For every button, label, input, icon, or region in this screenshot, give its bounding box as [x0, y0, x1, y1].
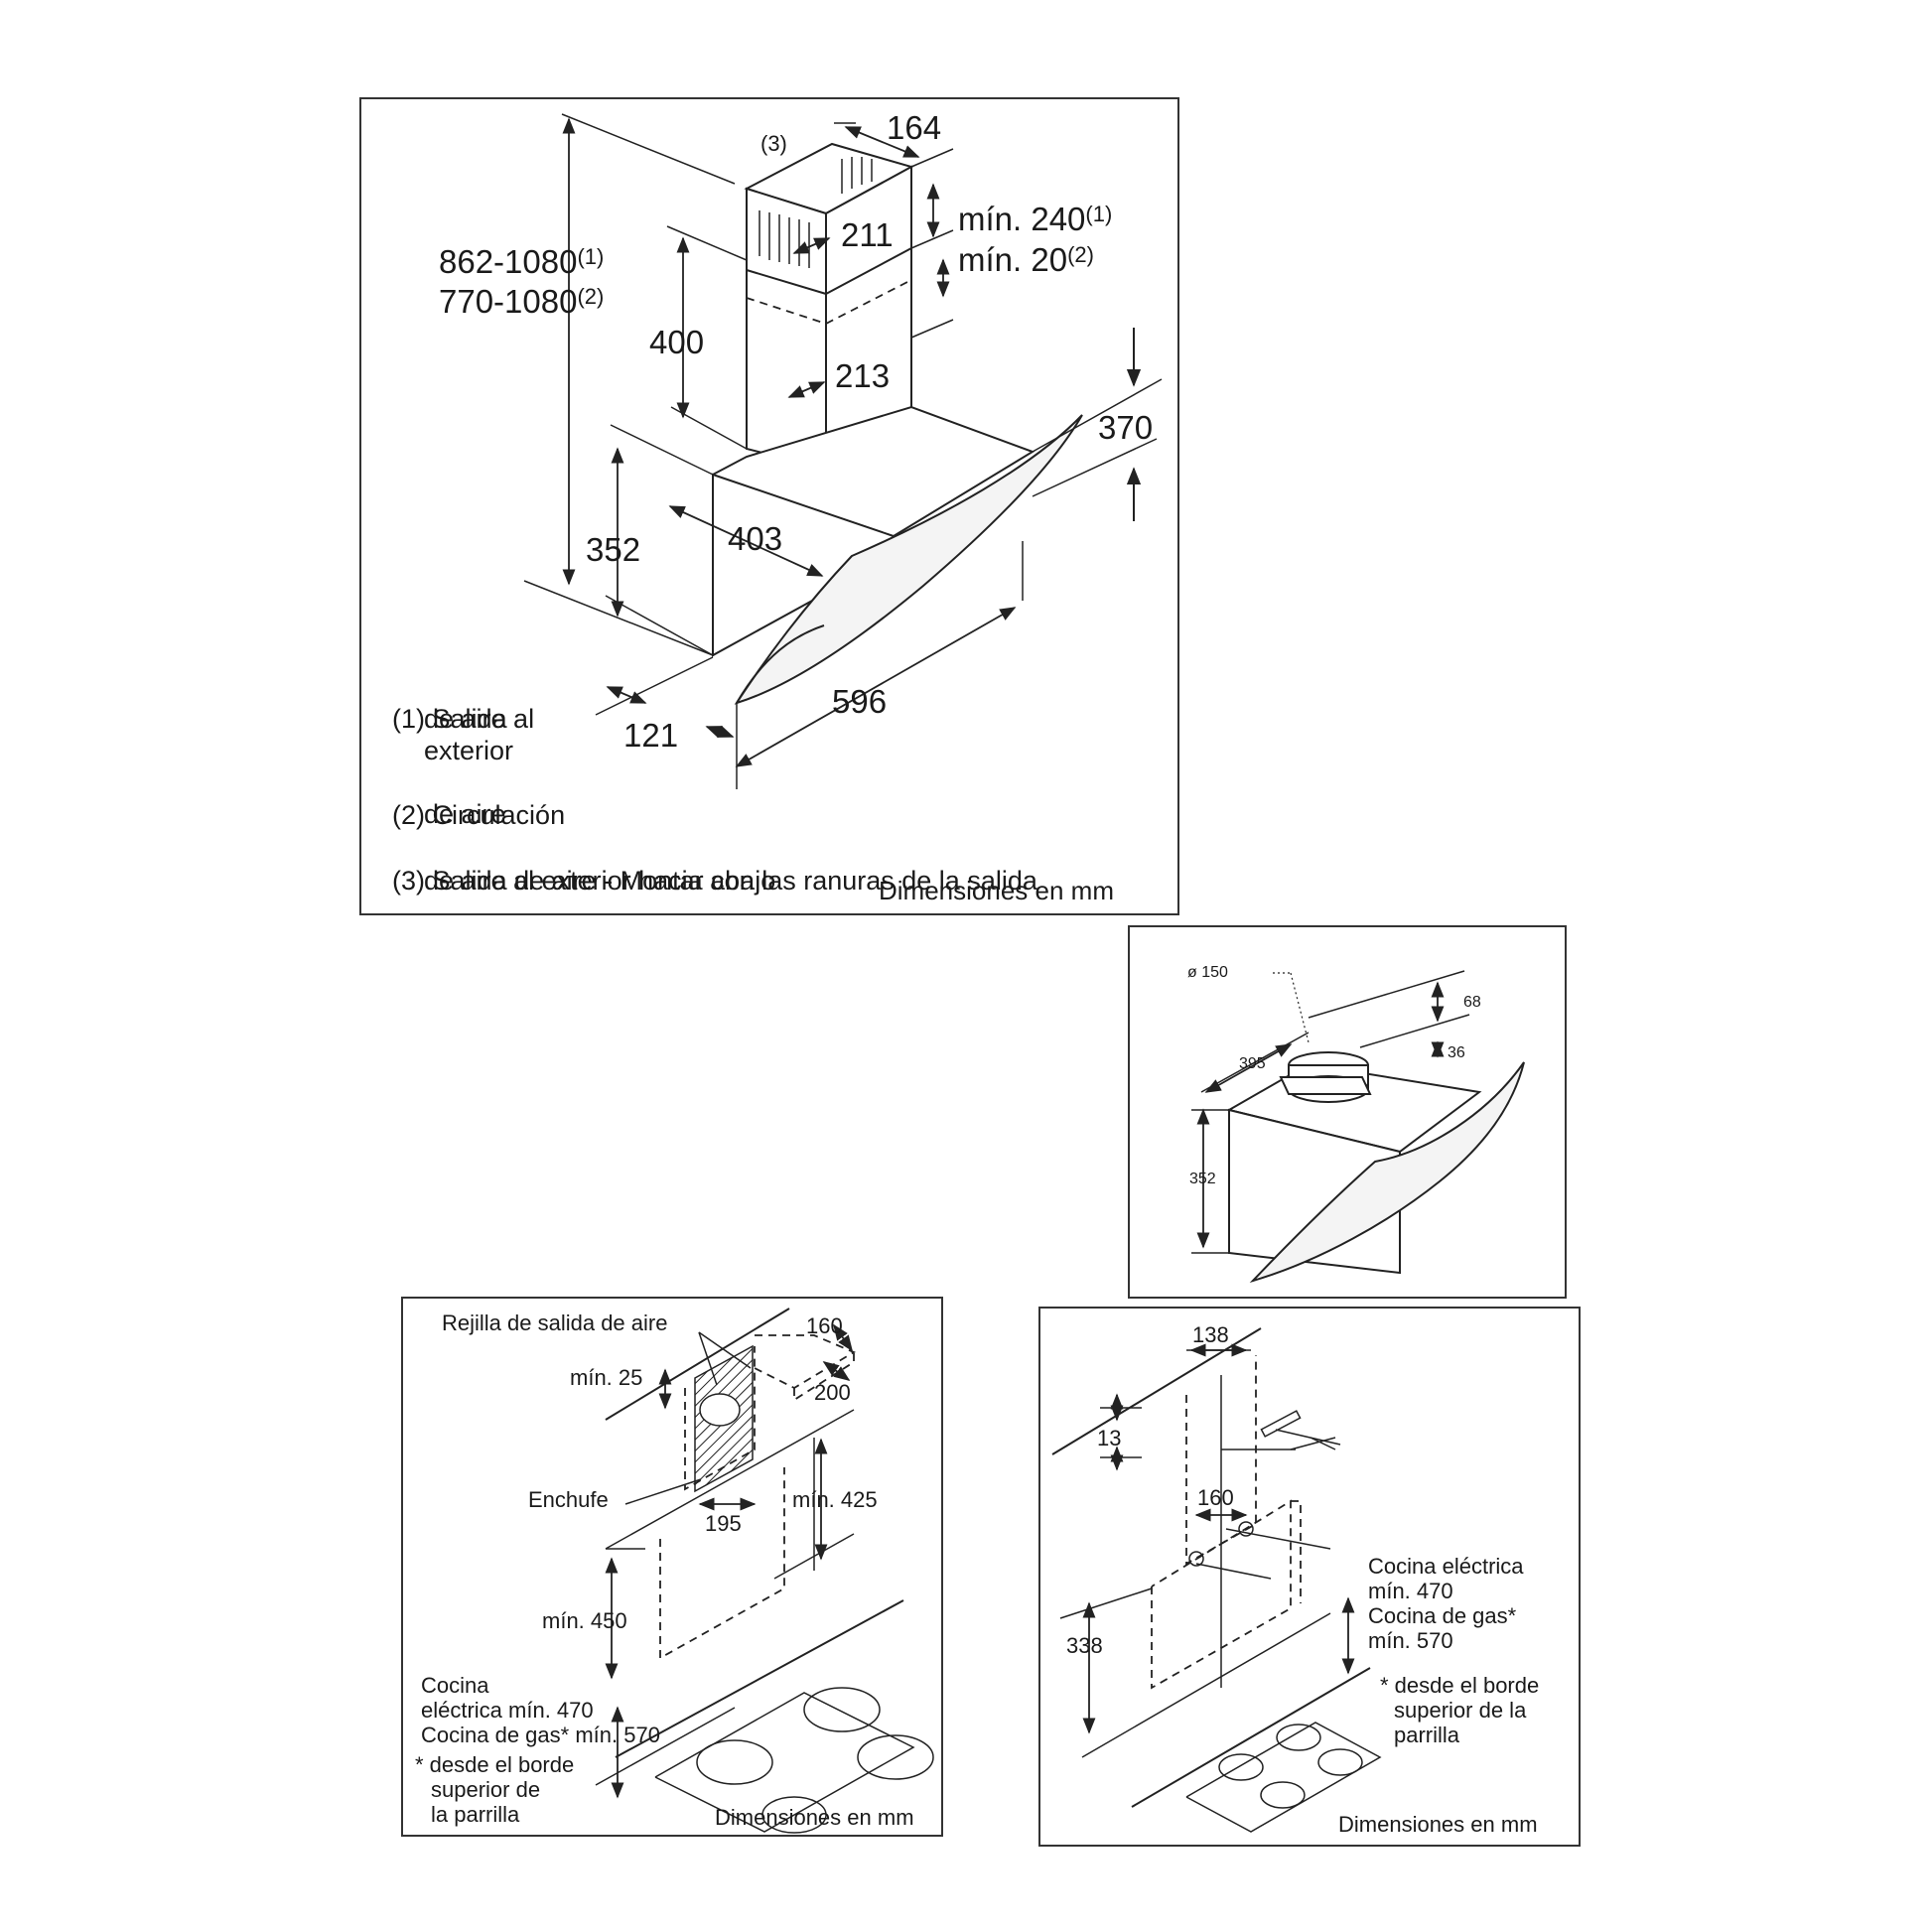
legend-item-1: (1) Salida [392, 704, 507, 734]
dim-403: 403 [728, 520, 782, 557]
rejilla-label: Rejilla de salida de aire [442, 1311, 667, 1335]
dim-height-2: 770-1080(2) [439, 283, 604, 320]
dim-diameter-150: ø 150 [1187, 964, 1228, 981]
units-label-wall: Dimensiones en mm [715, 1805, 914, 1830]
mount-cooktop [1185, 1722, 1382, 1833]
legend-item-3-line2: de aire al exterior hacia abajo [424, 866, 776, 896]
wall-note-2: eléctrica mín. 470 [421, 1698, 594, 1723]
dim-395: 395 [1239, 1055, 1266, 1072]
dim-min-240: mín. 240(1) [958, 201, 1112, 237]
dim-195: 195 [705, 1511, 742, 1536]
dimension-lines [523, 113, 1163, 789]
units-label-mount: Dimensiones en mm [1338, 1812, 1538, 1837]
dim-213: 213 [835, 357, 890, 394]
legend-item-1-line2: de aire al [424, 704, 535, 734]
mount-note-4: mín. 570 [1368, 1628, 1453, 1653]
enchufe-label: Enchufe [528, 1487, 609, 1512]
cooktop-burners [654, 1687, 934, 1834]
dim-68: 68 [1463, 994, 1481, 1011]
dim-352: 352 [586, 531, 640, 568]
dim-min-450: mín. 450 [542, 1608, 627, 1633]
legend-item-3: (3) Salida de aire - Montar con las ranu… [392, 866, 1037, 896]
dim-min-20: mín. 20(2) [958, 241, 1094, 278]
legend-item-2-line2: de aire [424, 799, 506, 829]
dim-400: 400 [649, 324, 704, 360]
wall-note-6: la parrilla [431, 1802, 520, 1827]
mount-note-5: * desde el borde [1380, 1673, 1540, 1698]
dim-min-25: mín. 25 [570, 1365, 642, 1390]
dim-160-wall: 160 [806, 1313, 843, 1338]
dim-164: 164 [887, 109, 941, 146]
mount-note-7: parrilla [1394, 1723, 1460, 1747]
mount-note-3: Cocina de gas* [1368, 1603, 1517, 1628]
dim-160-mount: 160 [1197, 1485, 1234, 1510]
mounting-bracket [1188, 1410, 1341, 1580]
dim-138: 138 [1192, 1322, 1229, 1347]
dim-121: 121 [623, 717, 678, 754]
mount-note-6: superior de la [1394, 1698, 1527, 1723]
wall-install-panel [401, 1297, 943, 1837]
dim-13: 13 [1097, 1426, 1121, 1450]
wall-note-4: * desde el borde [415, 1752, 575, 1777]
dim-370: 370 [1098, 409, 1153, 446]
ref3-label: (3) [760, 131, 787, 156]
dim-352-box: 352 [1189, 1171, 1216, 1187]
mount-note-1: Cocina eléctrica [1368, 1554, 1524, 1579]
dim-200: 200 [814, 1380, 851, 1405]
wall-note-1: Cocina [421, 1673, 489, 1698]
legend-item-1-line3: exterior [424, 736, 514, 765]
dim-36: 36 [1448, 1044, 1465, 1061]
mount-note-2: mín. 470 [1368, 1579, 1453, 1603]
legend-item-2: (2) Circulación [392, 800, 566, 830]
dim-596: 596 [832, 683, 887, 720]
dim-height-1: 862-1080(1) [439, 243, 604, 280]
dim-338: 338 [1066, 1633, 1103, 1658]
wall-note-3: Cocina de gas* mín. 570 [421, 1723, 660, 1747]
mounting-panel [1038, 1307, 1581, 1847]
dim-211: 211 [841, 216, 894, 253]
dim-min-425: mín. 425 [792, 1487, 878, 1512]
units-label-main: Dimensiones en mm [879, 876, 1114, 905]
wall-note-5: superior de [431, 1777, 541, 1802]
